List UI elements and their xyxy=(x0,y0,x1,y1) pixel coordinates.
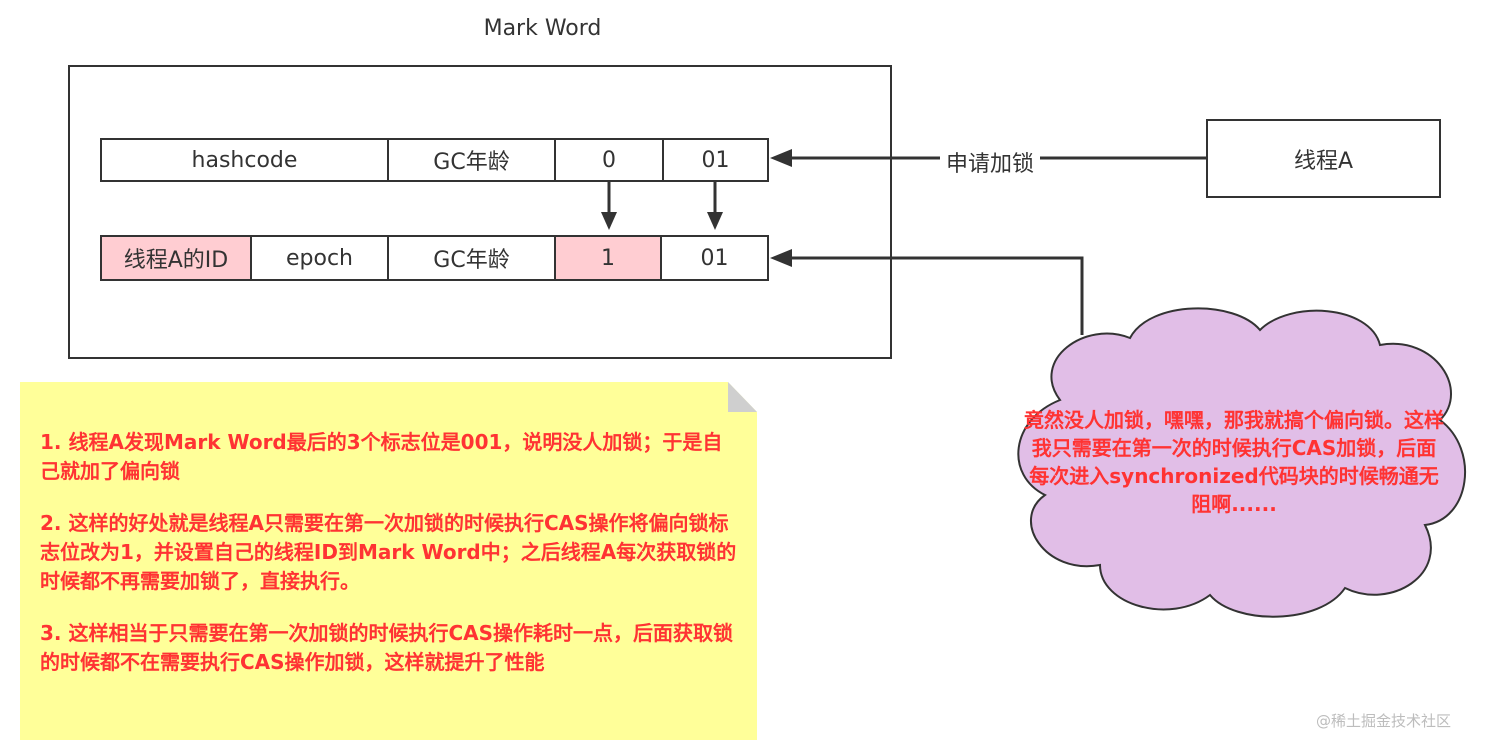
cloud-connector xyxy=(788,256,1084,335)
cell-biased-flag: 0 xyxy=(554,138,664,182)
note-paragraph: 2. 这样的好处就是线程A只需要在第一次加锁的时候执行CAS操作将偏向锁标志位改… xyxy=(40,511,737,593)
diagram-title: Mark Word xyxy=(483,16,602,41)
note-text: 1. 线程A发现Mark Word最后的3个标志位是001，说明没人加锁；于是自… xyxy=(40,428,740,700)
cloud-connector-arrowhead xyxy=(770,249,792,267)
thought-cloud xyxy=(1017,307,1466,618)
note-paragraph: 1. 线程A发现Mark Word最后的3个标志位是001，说明没人加锁；于是自… xyxy=(40,430,723,483)
request-lock-arrowhead xyxy=(770,149,792,167)
cell-epoch: epoch xyxy=(250,235,389,281)
cell-thread-id: 线程A的ID xyxy=(100,235,252,281)
watermark: @稀土掘金技术社区 xyxy=(1316,712,1452,730)
arrowhead-lock-flag xyxy=(707,212,723,230)
note-paragraph: 3. 这样相当于只需要在第一次加锁的时候执行CAS操作耗时一点，后面获取锁的时候… xyxy=(40,621,734,674)
mark-word-box xyxy=(68,65,892,359)
arrowhead-biased-flag xyxy=(601,212,617,230)
thread-a-box: 线程A xyxy=(1206,119,1441,198)
sticky-note xyxy=(20,382,757,740)
cell-lock-flag: 01 xyxy=(660,235,769,281)
cell-biased-flag: 1 xyxy=(554,235,662,281)
edge-label-request-lock: 申请加锁 xyxy=(940,145,1040,179)
note-fold-corner xyxy=(728,382,757,412)
cell-lock-flag: 01 xyxy=(662,138,769,182)
cloud-text: 竟然没人加锁，嘿嘿，那我就搞个偏向锁。这样我只需要在第一次的时候执行CAS加锁，… xyxy=(1024,408,1444,516)
cell-gc-age: GC年龄 xyxy=(387,138,556,182)
cell-hashcode: hashcode xyxy=(100,138,389,182)
